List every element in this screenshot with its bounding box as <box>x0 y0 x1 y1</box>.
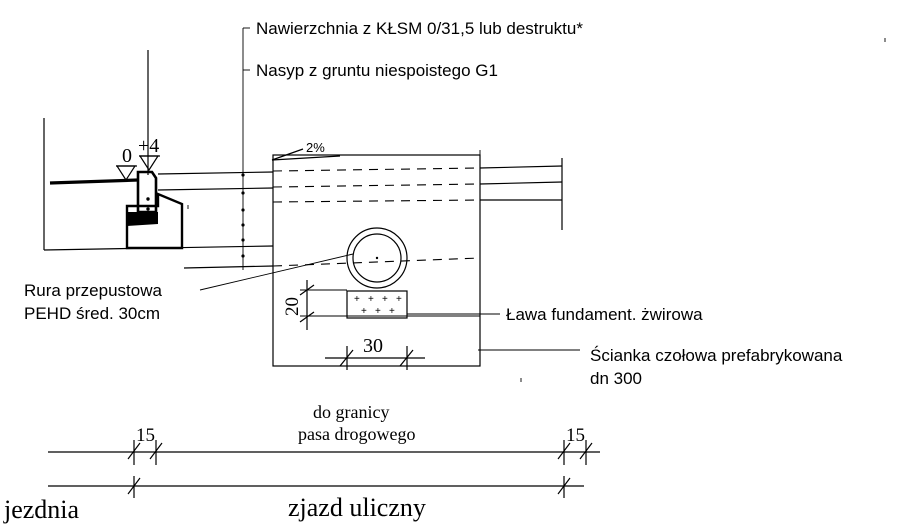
slope-indicator <box>271 148 341 161</box>
dimension-15-right-label: 15 <box>566 425 585 446</box>
svg-text:+: + <box>368 294 374 305</box>
svg-text:+: + <box>382 294 388 305</box>
dimension-30 <box>325 346 425 370</box>
headwall-label-line2: dn 300 <box>590 369 642 388</box>
driveway-label: zjazd uliczny <box>288 493 426 522</box>
svg-text:+: + <box>354 294 360 305</box>
dimension-30-label: 30 <box>363 335 383 357</box>
surface-label: Nawierzchnia z KŁSM 0/31,5 lub destruktu… <box>256 19 583 38</box>
dimension-20 <box>299 280 347 330</box>
curb <box>125 50 184 250</box>
top-label-leaders <box>241 27 250 270</box>
level-plus-label: +4 <box>138 135 159 157</box>
svg-text:+: + <box>389 306 395 317</box>
embankment-label: Nasyp z gruntu niespoistego G1 <box>256 61 498 80</box>
boundary-label-line1: do granicy <box>313 402 389 422</box>
pipe-cross-section <box>199 227 408 291</box>
dimension-15-left-label: 15 <box>136 425 155 446</box>
slope-label: 2% <box>306 140 325 155</box>
headwall-label-line1: Ścianka czołowa prefabrykowana <box>590 346 843 365</box>
pipe-label-line2: PEHD śred. 30cm <box>24 304 160 323</box>
scattered-marks <box>187 38 886 382</box>
dimension-20-label: 20 <box>282 297 303 316</box>
svg-text:+: + <box>361 306 367 317</box>
svg-text:+: + <box>375 306 381 317</box>
gravel-foundation: + + + + + + + <box>300 290 500 319</box>
level-zero-label: 0 <box>122 145 132 167</box>
foundation-label: Ława fundament. żwirowa <box>506 305 703 324</box>
pipe-label-line1: Rura przepustowa <box>24 281 163 300</box>
svg-text:+: + <box>396 294 402 305</box>
width-dimension-lines <box>48 440 600 498</box>
headwall-outline <box>272 154 481 367</box>
road-surface-layers <box>43 118 563 269</box>
boundary-label-line2: pasa drogowego <box>298 424 415 444</box>
level-markers <box>115 155 160 182</box>
roadway-label: jezdnia <box>3 495 80 524</box>
